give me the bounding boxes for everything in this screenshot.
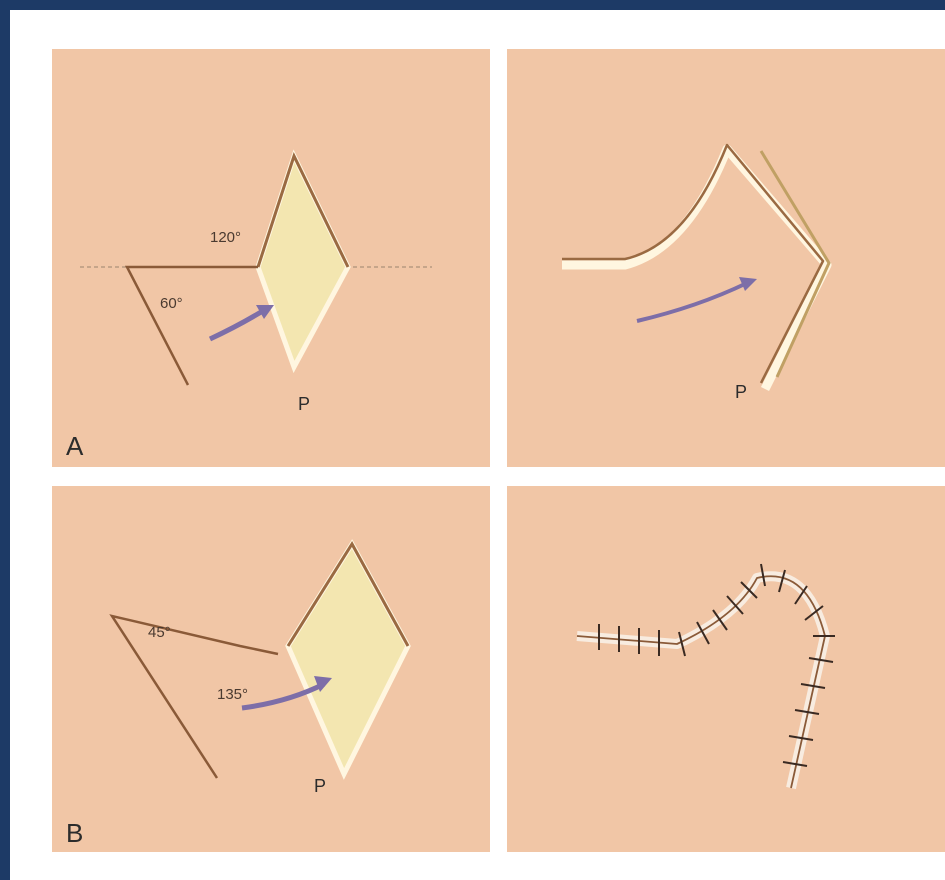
point-label-p: P	[298, 394, 310, 415]
panel-a-left: 120° 60° P A	[52, 49, 490, 467]
point-label-p: P	[735, 382, 747, 403]
angle-label-120: 120°	[210, 229, 241, 246]
panel-b-left: 135° 45° P B	[52, 486, 490, 852]
rhombic-defect	[258, 156, 348, 367]
point-label-p: P	[314, 776, 326, 797]
transposition-arrow	[637, 283, 747, 321]
figure-frame: 120° 60° P A P 135° 45° P B	[10, 10, 945, 880]
row-label-a: A	[66, 431, 83, 462]
sutured-closure-drawing	[507, 486, 945, 852]
defect-edge	[761, 151, 829, 377]
angle-label-135: 135°	[217, 686, 248, 703]
rhomboid-flap-design-60-drawing	[52, 49, 490, 467]
rhombic-defect	[288, 544, 408, 774]
transposition-arrow	[210, 309, 266, 339]
suture-line	[577, 576, 825, 788]
panel-a-right: P	[507, 49, 945, 467]
angle-label-45: 45°	[148, 624, 171, 641]
panel-b-right	[507, 486, 945, 852]
flap-incision	[112, 616, 278, 778]
rhomboid-flap-design-45-drawing	[52, 486, 490, 852]
row-label-b: B	[66, 818, 83, 849]
flap-transposed-60-drawing	[507, 49, 945, 467]
suture-line-shadow	[577, 576, 825, 788]
angle-label-60: 60°	[160, 295, 183, 312]
